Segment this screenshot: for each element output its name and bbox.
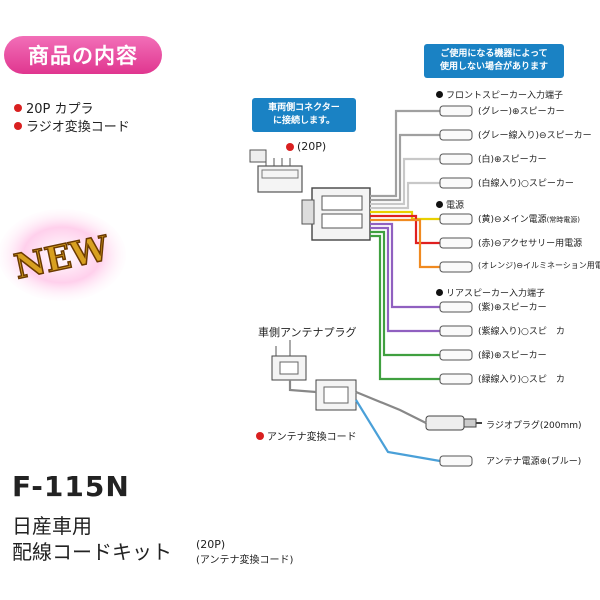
wire bbox=[370, 218, 440, 269]
new-badge: NEW bbox=[0, 205, 130, 305]
antenna-power-cord bbox=[355, 399, 441, 463]
wire-label: (緑線入り)○スピ カ bbox=[478, 375, 565, 385]
wire-label: (緑)⊕スピーカー bbox=[478, 351, 547, 361]
group-label-rear-speaker: リアスピーカー入力端子 bbox=[436, 286, 545, 299]
antenna-cord-label-text: アンテナ変換コード bbox=[267, 432, 357, 443]
radio-plug-cord bbox=[355, 390, 427, 424]
connector-label: (20P) bbox=[286, 140, 326, 153]
20p-coupler bbox=[249, 149, 303, 193]
red-bullet-icon bbox=[14, 103, 22, 112]
contents-item-label: 20P カプラ bbox=[26, 102, 94, 117]
radio-plug-label: ラジオプラグ(200mm) bbox=[486, 421, 582, 431]
antenna-cord-label: アンテナ変換コード bbox=[256, 428, 357, 443]
wire-label-text: (黄)⊖メイン電源 bbox=[478, 215, 547, 225]
black-bullet-icon bbox=[436, 91, 443, 98]
harness-connector bbox=[301, 187, 371, 241]
product-line-1: 日産車用 bbox=[12, 514, 92, 538]
red-bullet-icon bbox=[14, 121, 22, 130]
product-line-2: 配線コードキット bbox=[12, 540, 172, 564]
wire bbox=[370, 181, 440, 210]
wire bbox=[370, 109, 440, 198]
wire bbox=[370, 133, 440, 202]
note-line: に接続します。 bbox=[272, 116, 336, 126]
red-bullet-icon bbox=[286, 142, 294, 151]
wire-terminal bbox=[439, 153, 473, 165]
antenna-adapter-connector bbox=[315, 379, 357, 411]
vehicle-antenna-plug bbox=[271, 340, 307, 381]
wire-label: (赤)⊖アクセサリー用電源 bbox=[478, 239, 583, 249]
wire-label: (紫線入り)○スピ カ bbox=[478, 327, 565, 337]
group-label-text: リアスピーカー入力端子 bbox=[446, 289, 546, 299]
wire-label: (白線入り)○スピーカー bbox=[478, 179, 574, 189]
black-bullet-icon bbox=[436, 201, 443, 208]
wire bbox=[370, 222, 440, 309]
wire-sub-label: (常時電源) bbox=[546, 216, 581, 224]
device-note: ご使用になる機器によって 使用しない場合があります bbox=[424, 44, 564, 78]
wire-terminal bbox=[439, 105, 473, 117]
radio-plug bbox=[425, 415, 482, 431]
wire-terminal bbox=[439, 177, 473, 189]
wire-label: (グレー線入り)⊖スピーカー bbox=[478, 131, 592, 141]
contents-item-label: ラジオ変換コード bbox=[26, 120, 130, 135]
group-label-front-speaker: フロントスピーカー入力端子 bbox=[436, 88, 563, 101]
group-label-text: 電源 bbox=[446, 201, 465, 211]
wire-terminal bbox=[439, 349, 473, 361]
glow-shape bbox=[0, 209, 126, 301]
vehicle-antenna-plug-label: 車側アンテナプラグ bbox=[258, 326, 357, 339]
antenna-power-label: アンテナ電源⊕(ブルー) bbox=[486, 457, 582, 467]
wire-terminal bbox=[439, 213, 473, 225]
note-line: 車両側コネクター bbox=[268, 103, 340, 113]
wire-terminal bbox=[439, 237, 473, 249]
vehicle-connector-note: 車両側コネクター に接続します。 bbox=[252, 98, 356, 132]
wire-terminal bbox=[439, 301, 473, 313]
antenna-power-terminal bbox=[439, 455, 473, 467]
contents-item: ラジオ変換コード bbox=[14, 116, 130, 135]
wire-terminal bbox=[439, 325, 473, 337]
model-number: F-115N bbox=[12, 470, 130, 503]
wire-label: (オレンジ)⊖イルミネーション用電源 bbox=[478, 261, 600, 270]
product-note-2: (アンテナ変換コード) bbox=[196, 555, 294, 566]
product-note-1: (20P) bbox=[196, 538, 226, 551]
wire bbox=[370, 230, 440, 357]
note-line: 使用しない場合があります bbox=[439, 62, 548, 72]
note-line: ご使用になる機器によって bbox=[440, 49, 548, 59]
group-label-power: 電源 bbox=[436, 198, 464, 211]
contents-item: 20P カプラ bbox=[14, 98, 94, 117]
wire-layer bbox=[288, 105, 473, 467]
wire-label: (紫)⊕スピーカー bbox=[478, 303, 547, 313]
wire-label: (白)⊕スピーカー bbox=[478, 155, 547, 165]
red-bullet-icon bbox=[256, 431, 264, 440]
antenna-link-cord bbox=[288, 380, 317, 394]
header-title: 商品の内容 bbox=[28, 44, 138, 68]
wire-label: (グレー)⊕スピーカー bbox=[478, 107, 565, 117]
wire bbox=[370, 234, 440, 381]
black-bullet-icon bbox=[436, 289, 443, 296]
wire bbox=[370, 157, 440, 206]
wire bbox=[370, 214, 440, 245]
wire-terminal bbox=[439, 261, 473, 273]
group-label-text: フロントスピーカー入力端子 bbox=[446, 91, 564, 101]
wire bbox=[370, 226, 440, 333]
wire-label: (黄)⊖メイン電源(常時電源) bbox=[478, 212, 580, 225]
wire-terminal bbox=[439, 373, 473, 385]
header-badge: 商品の内容 bbox=[4, 36, 162, 74]
wire-terminal bbox=[439, 129, 473, 141]
connector-label-text: (20P) bbox=[297, 140, 327, 153]
